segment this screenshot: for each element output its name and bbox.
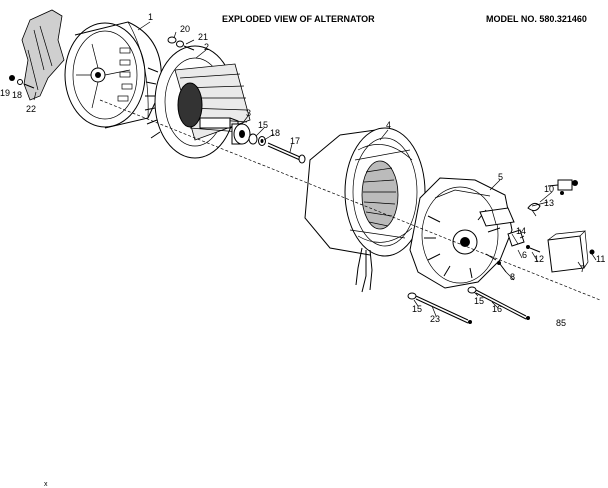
part-11-nut [589, 249, 595, 255]
model-number: MODEL NO. 580.321460 [486, 14, 587, 24]
part-2-rotor [144, 45, 251, 159]
callout-3: 3 [246, 108, 251, 118]
callout-4: 4 [386, 120, 391, 130]
part-7-cover [547, 230, 589, 273]
part-1-end-housing [21, 9, 162, 129]
part-17-bolt [267, 142, 306, 164]
diagram-title: EXPLODED VIEW OF ALTERNATOR [222, 14, 375, 24]
callout-8: 8 [510, 272, 515, 282]
callout-16: 16 [492, 304, 502, 314]
callout-5: 5 [498, 172, 503, 182]
callout-12: 12 [534, 254, 544, 264]
callout-1: 1 [148, 12, 153, 22]
callout-7: 7 [580, 264, 585, 274]
washers-15-18 [248, 133, 266, 146]
part-14-brush-bracket [507, 229, 525, 247]
callout-15c: 15 [474, 296, 484, 306]
callout-17: 17 [290, 136, 300, 146]
callout-15b: 15 [412, 304, 422, 314]
callout-23: 23 [430, 314, 440, 324]
callout-22: 22 [26, 104, 36, 114]
callout-11: 11 [596, 254, 605, 264]
leader-lines [33, 21, 597, 317]
part-4-stator [304, 127, 426, 293]
part-10-clip [527, 202, 541, 217]
part-5-end-bell [409, 177, 515, 289]
terminal-connector [547, 179, 578, 195]
corner-mark: x [44, 481, 48, 488]
callout-2: 2 [204, 42, 209, 52]
callout-20: 20 [180, 24, 190, 34]
left-hardware [9, 75, 35, 89]
callout-15a: 15 [258, 120, 268, 130]
callout-19: 19 [0, 88, 10, 98]
callout-10: 10 [544, 184, 554, 194]
part-23-bolt [407, 292, 472, 324]
part-16-bolt [467, 286, 530, 320]
part-3-bearing [231, 123, 251, 145]
hardware-20-21 [167, 36, 195, 51]
callout-21: 21 [198, 32, 208, 42]
callout-14: 14 [516, 226, 526, 236]
callout-13: 13 [544, 198, 554, 208]
callout-6: 6 [522, 250, 527, 260]
callout-18a: 18 [270, 128, 280, 138]
callout-18b: 18 [12, 90, 22, 100]
part-8-screw [497, 261, 507, 273]
callout-labels: 1 2 3 4 5 6 7 8 10 11 12 13 14 15 15 15 … [0, 12, 605, 324]
page-code: 85 [556, 318, 566, 328]
part-12-screw [526, 245, 541, 253]
